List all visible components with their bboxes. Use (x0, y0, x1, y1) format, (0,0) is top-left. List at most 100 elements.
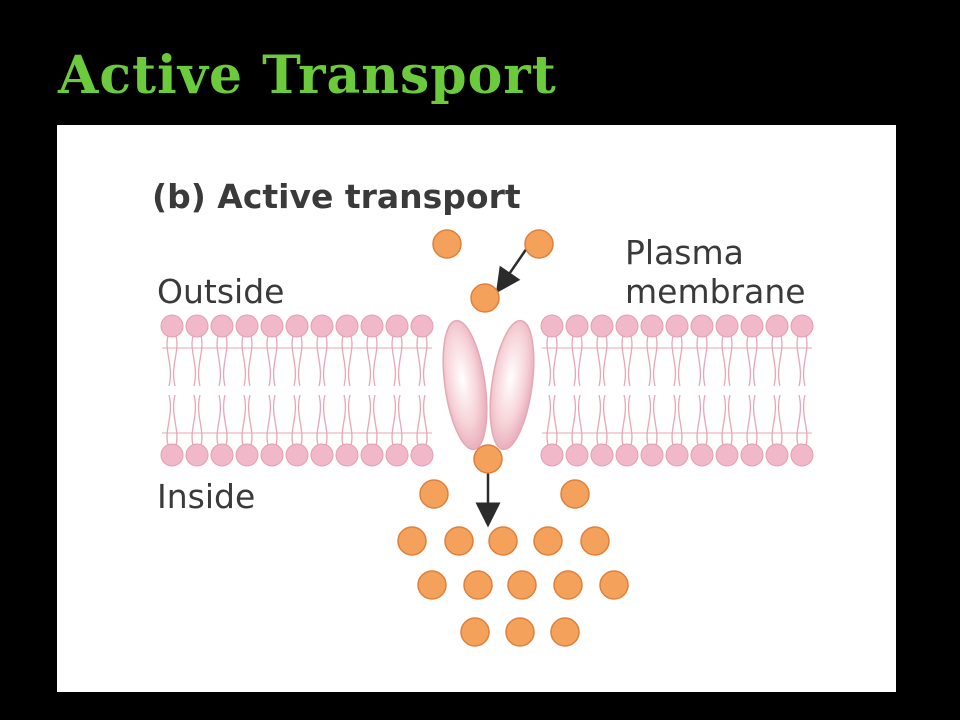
phospholipid-tail-pair (696, 335, 708, 446)
phospholipid-head (210, 314, 234, 338)
phospholipid-head (410, 443, 434, 467)
phospholipid-head (640, 314, 664, 338)
phospholipid-tail-pair (646, 335, 658, 446)
phospholipid-head (335, 443, 359, 467)
transport-protein (442, 319, 535, 451)
solute-molecule (550, 617, 580, 647)
solute-molecule (419, 479, 449, 509)
phospholipid-head (715, 443, 739, 467)
phospholipid-head (185, 443, 209, 467)
phospholipid-head (790, 443, 814, 467)
phospholipid-head (765, 443, 789, 467)
lipid-tails-left (162, 335, 432, 446)
phospholipid-tail-pair (721, 335, 733, 446)
phospholipid-tail-pair (671, 335, 683, 446)
lipid-heads-top-layer (160, 314, 814, 338)
solute-molecule (488, 526, 518, 556)
phospholipid-head (185, 314, 209, 338)
phospholipid-tail-pair (596, 335, 608, 446)
phospholipid-tail-pair (341, 335, 353, 446)
phospholipid-head (540, 443, 564, 467)
phospholipid-head (640, 443, 664, 467)
phospholipid-head (690, 314, 714, 338)
transport-protein-right-subunit (489, 319, 535, 451)
phospholipid-head (765, 314, 789, 338)
solute-molecule (397, 526, 427, 556)
phospholipid-head (385, 314, 409, 338)
phospholipid-tail-pair (366, 335, 378, 446)
inside-label: Inside (157, 477, 255, 516)
solute-molecule (599, 570, 629, 600)
solute-molecule (533, 526, 563, 556)
phospholipid-tail-pair (316, 335, 328, 446)
phospholipid-head (690, 443, 714, 467)
phospholipid-head (385, 443, 409, 467)
phospholipid-head (715, 314, 739, 338)
phospholipid-head (360, 314, 384, 338)
transport-protein-left-subunit (442, 319, 488, 451)
phospholipid-head (590, 314, 614, 338)
phospholipid-head (615, 443, 639, 467)
solute-molecule (463, 570, 493, 600)
phospholipid-tail-pair (391, 335, 403, 446)
phospholipid-head (360, 443, 384, 467)
phospholipid-tail-pair (571, 335, 583, 446)
phospholipid-head (540, 314, 564, 338)
solute-molecule (460, 617, 490, 647)
phospholipid-tail-pair (621, 335, 633, 446)
phospholipid-tail-pair (266, 335, 278, 446)
slide-title: Active Transport (58, 45, 557, 106)
diagram-heading: (b) Active transport (152, 177, 521, 216)
phospholipid-head (285, 314, 309, 338)
outside-label: Outside (157, 272, 284, 311)
phospholipid-head (310, 443, 334, 467)
phospholipid-tail-pair (166, 335, 178, 446)
solute-molecule (470, 283, 500, 313)
phospholipid-head (210, 443, 234, 467)
solute-molecules (397, 229, 629, 647)
phospholipid-head (235, 443, 259, 467)
plasma-membrane-label-line1: Plasma (625, 233, 744, 272)
solute-molecule (473, 444, 503, 474)
phospholipid-head (310, 314, 334, 338)
phospholipid-tail-pair (216, 335, 228, 446)
solute-molecule (507, 570, 537, 600)
active-transport-diagram: (b) Active transport Outside Inside Plas… (152, 177, 814, 647)
diagram-panel: (b) Active transport Outside Inside Plas… (57, 125, 896, 692)
phospholipid-head (285, 443, 309, 467)
phospholipid-tail-pair (191, 335, 203, 446)
phospholipid-tail-pair (291, 335, 303, 446)
solute-molecule (444, 526, 474, 556)
phospholipid-head (260, 314, 284, 338)
entry-arrow (495, 247, 529, 294)
solute-molecule (505, 617, 535, 647)
phospholipid-tail-pair (746, 335, 758, 446)
phospholipid-tail-pair (796, 335, 808, 446)
phospholipid-head (160, 443, 184, 467)
solute-molecule (432, 229, 462, 259)
phospholipid-head (665, 443, 689, 467)
phospholipid-head (410, 314, 434, 338)
lipid-heads-bottom-layer (160, 443, 814, 467)
plasma-membrane-label-line2: membrane (625, 272, 806, 311)
phospholipid-head (565, 443, 589, 467)
phospholipid-head (335, 314, 359, 338)
phospholipid-head (790, 314, 814, 338)
phospholipid-head (740, 314, 764, 338)
phospholipid-head (260, 443, 284, 467)
phospholipid-tail-pair (546, 335, 558, 446)
solute-molecule (553, 570, 583, 600)
solute-molecule (560, 479, 590, 509)
phospholipid-head (565, 314, 589, 338)
phospholipid-tail-pair (771, 335, 783, 446)
phospholipid-tail-pair (416, 335, 428, 446)
phospholipid-head (665, 314, 689, 338)
solute-molecule (580, 526, 610, 556)
phospholipid-head (160, 314, 184, 338)
solute-molecule (417, 570, 447, 600)
phospholipid-head (740, 443, 764, 467)
phospholipid-head (615, 314, 639, 338)
phospholipid-tail-pair (241, 335, 253, 446)
phospholipid-head (590, 443, 614, 467)
